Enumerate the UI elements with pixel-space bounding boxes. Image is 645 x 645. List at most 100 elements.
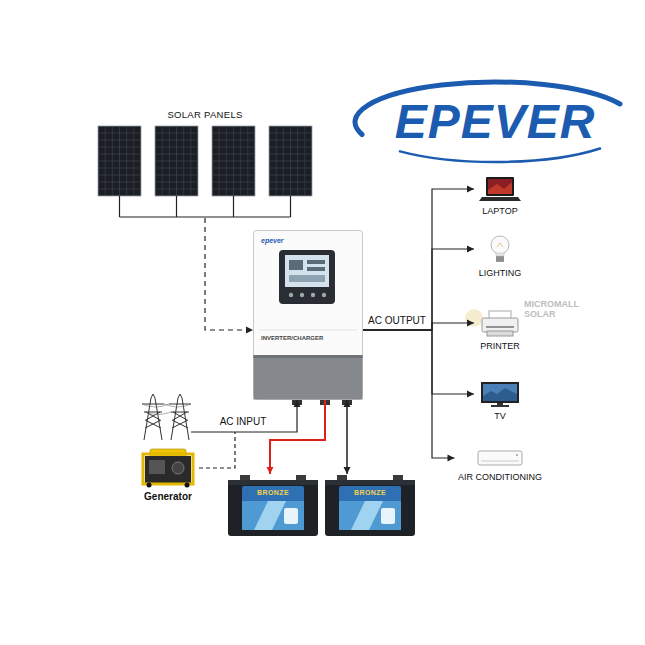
power-tower xyxy=(142,394,191,440)
tv-icon-part xyxy=(481,382,519,403)
solar-panels-part xyxy=(212,182,255,183)
bulb-icon-part xyxy=(496,256,504,262)
grid-wire xyxy=(191,431,235,432)
bulb-icon-part xyxy=(496,260,504,261)
inverter-body-part xyxy=(289,275,325,282)
arrow-head xyxy=(294,400,301,407)
solar-panels-part xyxy=(233,196,234,217)
laptop-icon-part xyxy=(479,197,521,201)
inverter-body-part xyxy=(254,355,363,400)
device-label: LIGHTING xyxy=(474,267,526,279)
solar-panels-part xyxy=(155,189,198,190)
edge-label: AC INPUT xyxy=(218,416,269,428)
connector xyxy=(205,218,253,334)
battery-body-part xyxy=(228,480,318,536)
connector-line xyxy=(199,432,235,468)
solar-panels-part xyxy=(98,182,141,183)
bulb-icon-part xyxy=(491,236,509,254)
inverter-body xyxy=(253,230,363,400)
tv-icon xyxy=(477,381,523,407)
gen-icon-part xyxy=(145,456,191,483)
inverter-body-part xyxy=(279,250,335,304)
laptop-icon-part xyxy=(486,177,514,196)
solar-panels-part xyxy=(269,182,312,183)
gen-icon-part xyxy=(185,483,190,488)
connector xyxy=(363,186,474,331)
solar-panels-part xyxy=(98,189,141,190)
solar-panels-part xyxy=(155,168,198,169)
bulb-icon-part xyxy=(496,258,504,259)
arrow-head xyxy=(467,186,474,193)
solar-panels-part xyxy=(98,161,141,162)
solar-panels-part xyxy=(176,196,177,217)
bulb-icon xyxy=(477,234,523,264)
solar-panels-part xyxy=(212,175,255,176)
ac-icon-part xyxy=(481,461,519,462)
inverter-body-part xyxy=(254,355,363,358)
solar-panels-part xyxy=(269,189,312,190)
laptop-icon-part xyxy=(488,182,512,194)
battery-brand: BRONZE xyxy=(228,488,318,498)
generator: Generator xyxy=(137,448,199,503)
solar-panels-part xyxy=(155,154,198,155)
inverter-charger: INVERTER/CHARGER xyxy=(253,230,363,400)
logo-swoosh xyxy=(400,149,600,163)
solar-panels-part xyxy=(155,140,198,141)
connector-line xyxy=(270,400,325,474)
connector-line xyxy=(346,400,348,474)
battery-body xyxy=(228,474,318,536)
device-label: AIR CONDITIONING xyxy=(455,471,546,483)
brand-logo: EPEVER xyxy=(395,98,596,146)
tv-icon-part xyxy=(483,388,517,401)
printer-icon-part xyxy=(482,318,518,332)
solar-panels-part xyxy=(269,175,312,176)
solar-panels-part xyxy=(212,140,255,141)
inverter-body-part xyxy=(300,293,304,297)
solar-panels-part xyxy=(269,154,312,155)
solar-panels-part xyxy=(212,126,255,196)
arrow-head xyxy=(344,467,351,474)
solar-panels-part xyxy=(98,133,141,134)
gen-icon-part xyxy=(143,454,193,484)
laptop-icon xyxy=(477,176,523,202)
device-label: PRINTER xyxy=(474,340,526,352)
arrow-head xyxy=(467,391,474,398)
solar-panels-part xyxy=(119,196,120,217)
solar-panels-part xyxy=(98,168,141,169)
bulb-icon-part xyxy=(496,253,504,256)
battery-body-part xyxy=(325,480,415,536)
laptop-load: LAPTOP xyxy=(474,176,526,217)
power-tower xyxy=(169,394,191,440)
solar-panels-part xyxy=(212,133,255,134)
laptop-icon-part xyxy=(488,179,512,194)
connector-line xyxy=(363,249,474,330)
battery: BRONZE xyxy=(325,474,415,536)
solar-panels-part xyxy=(290,196,291,217)
solar-panels-part xyxy=(155,182,198,183)
solar-panels-part xyxy=(212,161,255,162)
solar-panels-part xyxy=(155,133,198,134)
connector-line xyxy=(363,189,474,330)
inverter-body-part xyxy=(285,255,329,287)
arrow-head xyxy=(448,455,455,462)
solar-panels-part xyxy=(212,154,255,155)
arrow-head xyxy=(467,246,474,253)
tv-icon-part xyxy=(497,403,503,405)
connector xyxy=(363,330,455,462)
printer-icon-part xyxy=(486,326,514,327)
battery-body-part xyxy=(381,508,395,524)
connector-line xyxy=(363,330,474,394)
solar-panel-array: SOLAR PANELS xyxy=(95,108,315,218)
battery-body-part xyxy=(325,480,415,485)
power-tower xyxy=(142,394,164,440)
inverter-body-part xyxy=(307,267,325,271)
solar-panels-part xyxy=(212,189,255,190)
solar-panels-part xyxy=(212,168,255,169)
connector xyxy=(363,330,474,398)
edge-label: AC OUTPUT xyxy=(366,315,428,327)
printer-icon-part xyxy=(487,331,513,336)
connector xyxy=(199,400,301,468)
solar-panels-part xyxy=(155,147,198,148)
ac-icon xyxy=(477,448,523,468)
